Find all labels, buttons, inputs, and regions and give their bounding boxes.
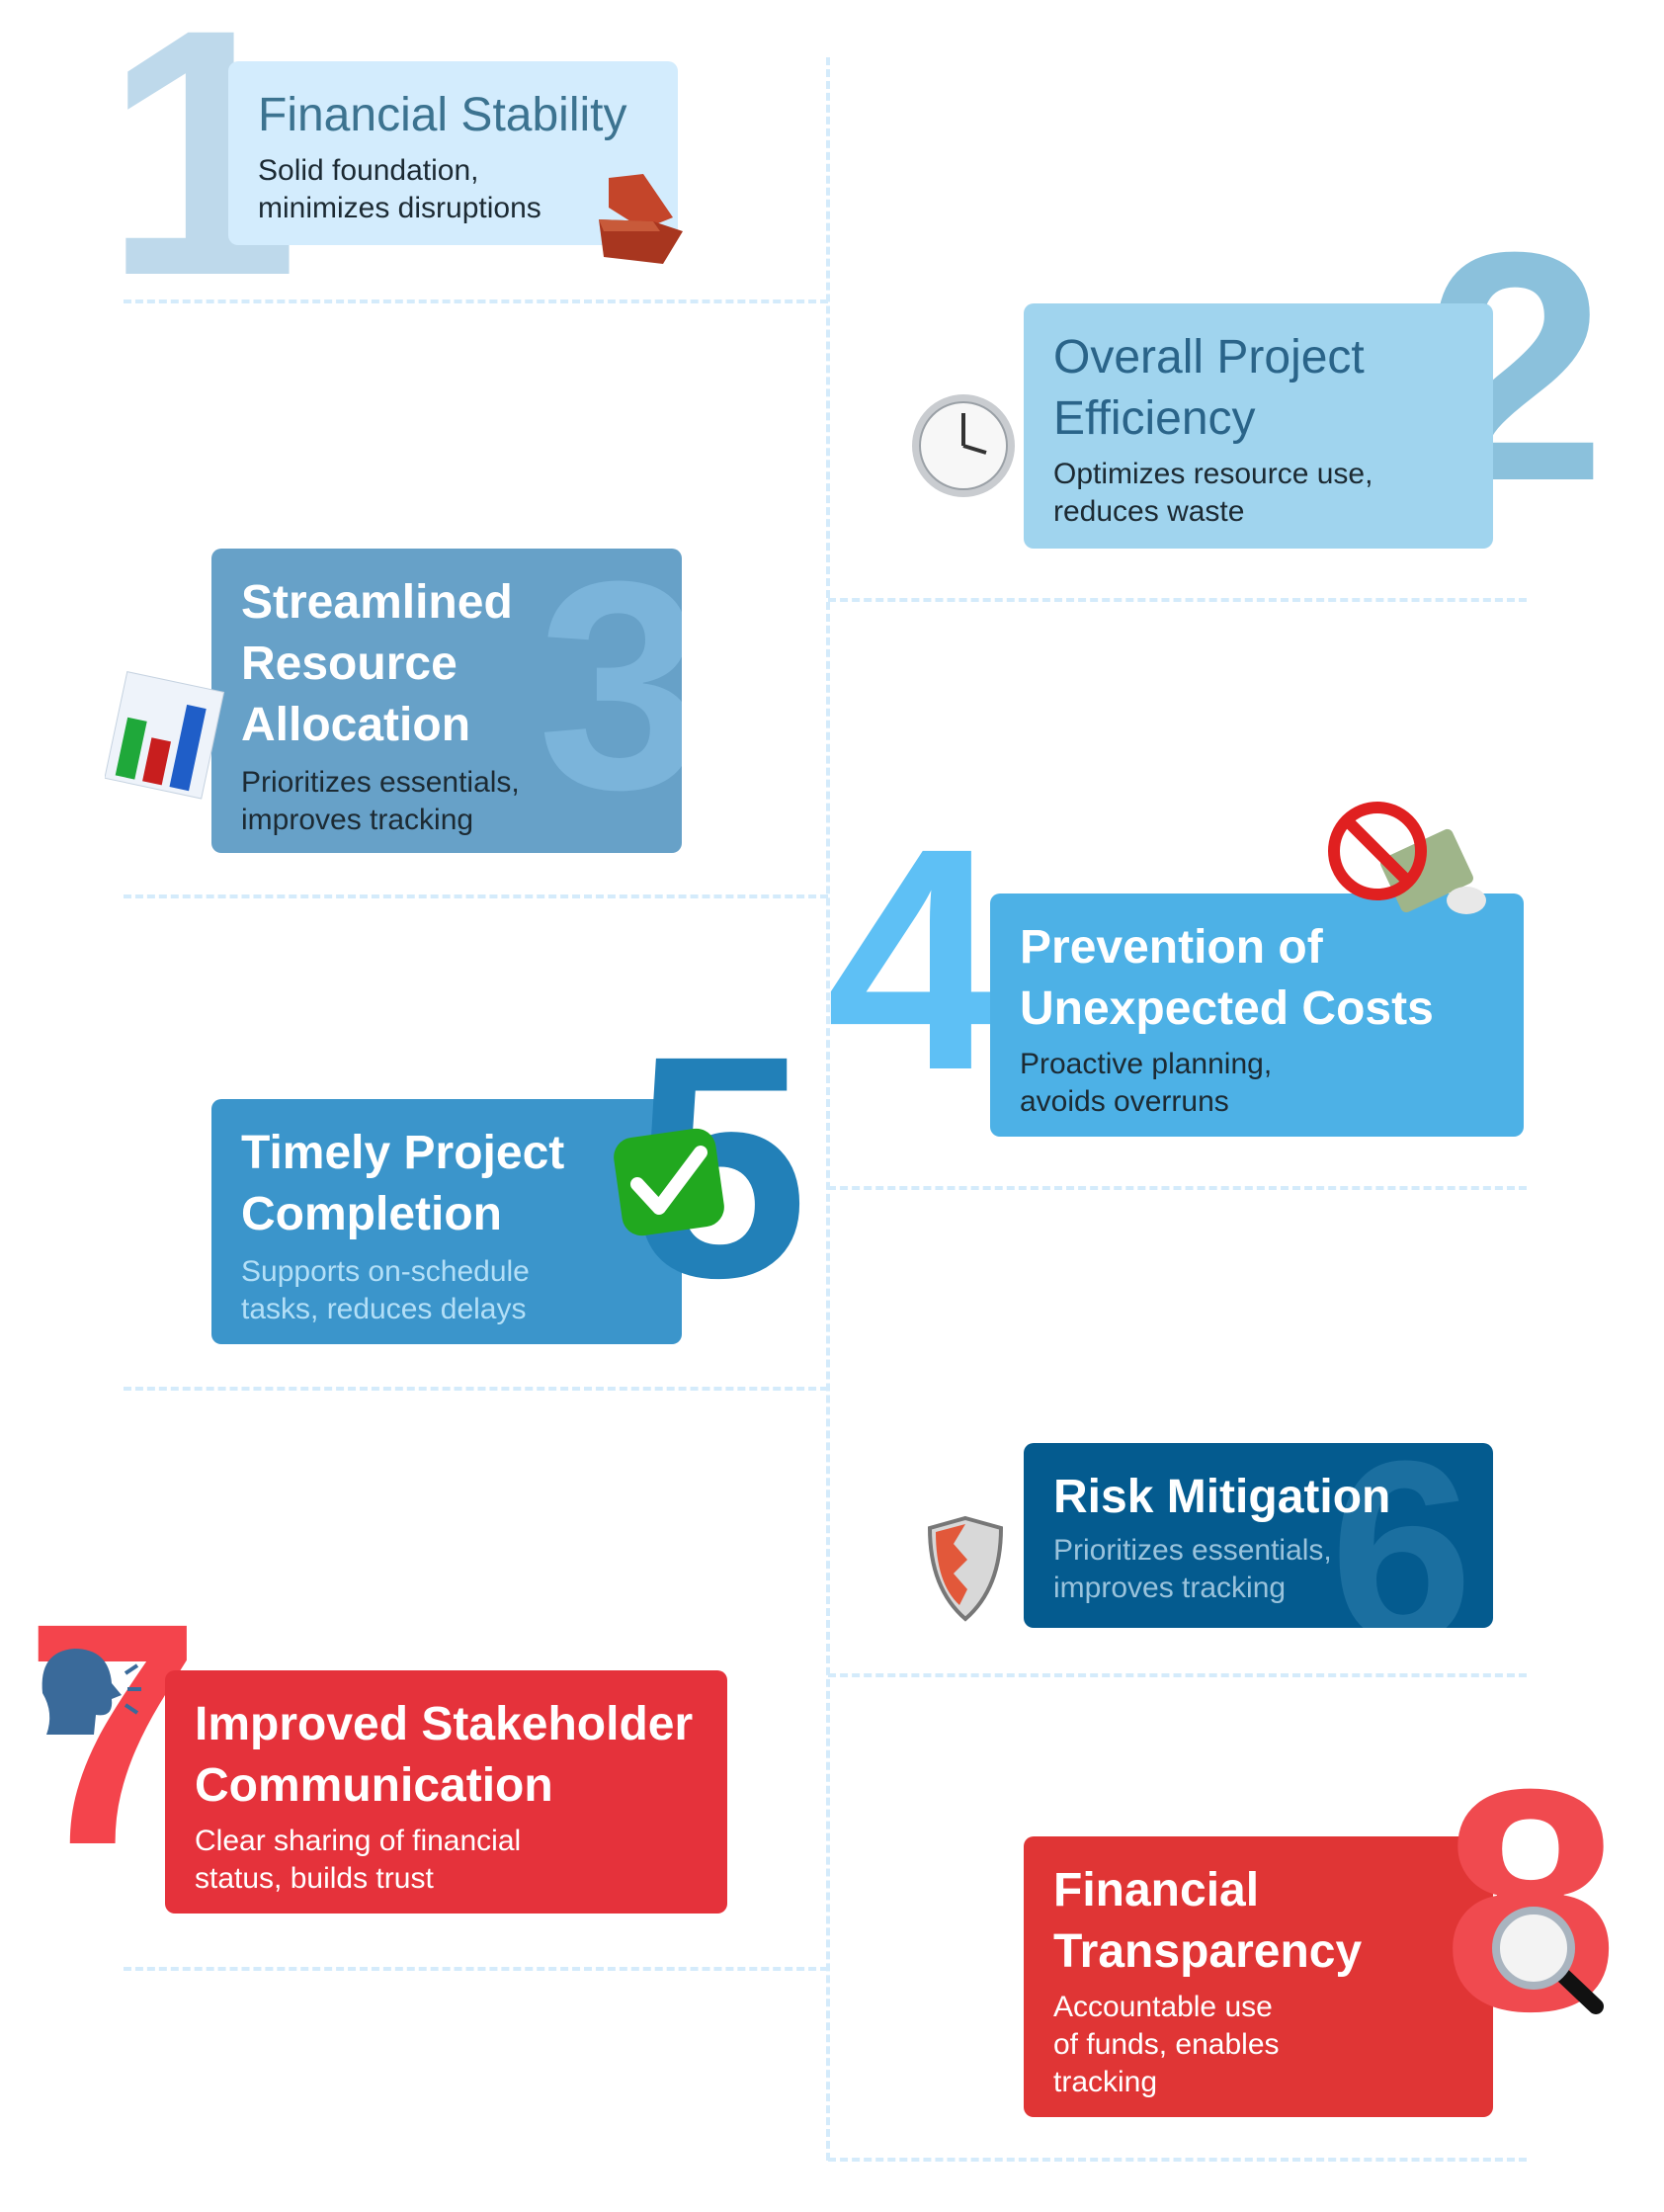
step-number-4: 4 [826,782,1002,1136]
card-description: Clear sharing of financial status, build… [195,1825,522,1895]
card-title: Streamlined Resource Allocation [241,576,513,751]
card-description: Prioritizes essentials, improves trackin… [241,766,520,836]
divider [124,1967,828,1971]
check-mark-icon [614,1128,724,1236]
card-title: Financial Stability [258,89,627,141]
speaking-head-icon [42,1649,141,1735]
card-overall-project-efficiency: Overall Project Efficiency Optimizes res… [1024,303,1493,549]
divider [828,1673,1527,1677]
step-number-3: 3 [538,549,682,851]
card-timely-project-completion: Timely Project Completion Supports on-sc… [211,1099,682,1344]
clock-icon [912,394,1015,497]
card-description: Supports on-schedule tasks, reduces dela… [241,1255,530,1325]
card-title: Financial Transparency [1053,1864,1363,1978]
card-description: Accountable use of funds, enables tracki… [1053,1991,1280,2098]
card-risk-mitigation: 6 Risk Mitigation Prioritizes essentials… [1024,1443,1493,1628]
card-streamlined-resource-allocation: 3 Streamlined Resource Allocation Priori… [211,549,682,853]
shield-icon [927,1515,1004,1622]
brick-icon [599,174,683,264]
card-prevention-of-unexpected-costs: Prevention of Unexpected Costs Proactive… [990,893,1524,1137]
card-improved-stakeholder-communication: Improved Stakeholder Communication Clear… [165,1670,727,1914]
card-description: Prioritizes essentials, improves trackin… [1053,1534,1332,1604]
card-title: Timely Project Completion [241,1127,565,1240]
card-financial-transparency: Financial Transparency Accountable use o… [1024,1836,1493,2117]
divider [124,1387,828,1391]
card-description: Proactive planning, avoids overruns [1020,1048,1273,1118]
divider [828,2158,1527,2162]
center-divider [826,57,830,2161]
divider [124,299,828,303]
divider [124,894,828,898]
magnifier-icon [1492,1907,1604,2014]
step-number-6: 6 [1330,1443,1473,1628]
divider [828,598,1527,602]
card-title: Overall Project Efficiency [1053,331,1365,445]
card-title: Risk Mitigation [1053,1471,1391,1523]
no-money-icon [1328,802,1486,914]
card-description: Optimizes resource use, reduces waste [1053,458,1373,528]
divider [828,1186,1527,1190]
card-description: Solid foundation, minimizes disruptions [258,154,541,224]
card-title: Prevention of Unexpected Costs [1020,921,1434,1035]
bar-chart-icon [105,671,225,800]
card-title: Improved Stakeholder Communication [195,1698,694,1812]
card-financial-stability: Financial Stability Solid foundation, mi… [228,61,678,245]
